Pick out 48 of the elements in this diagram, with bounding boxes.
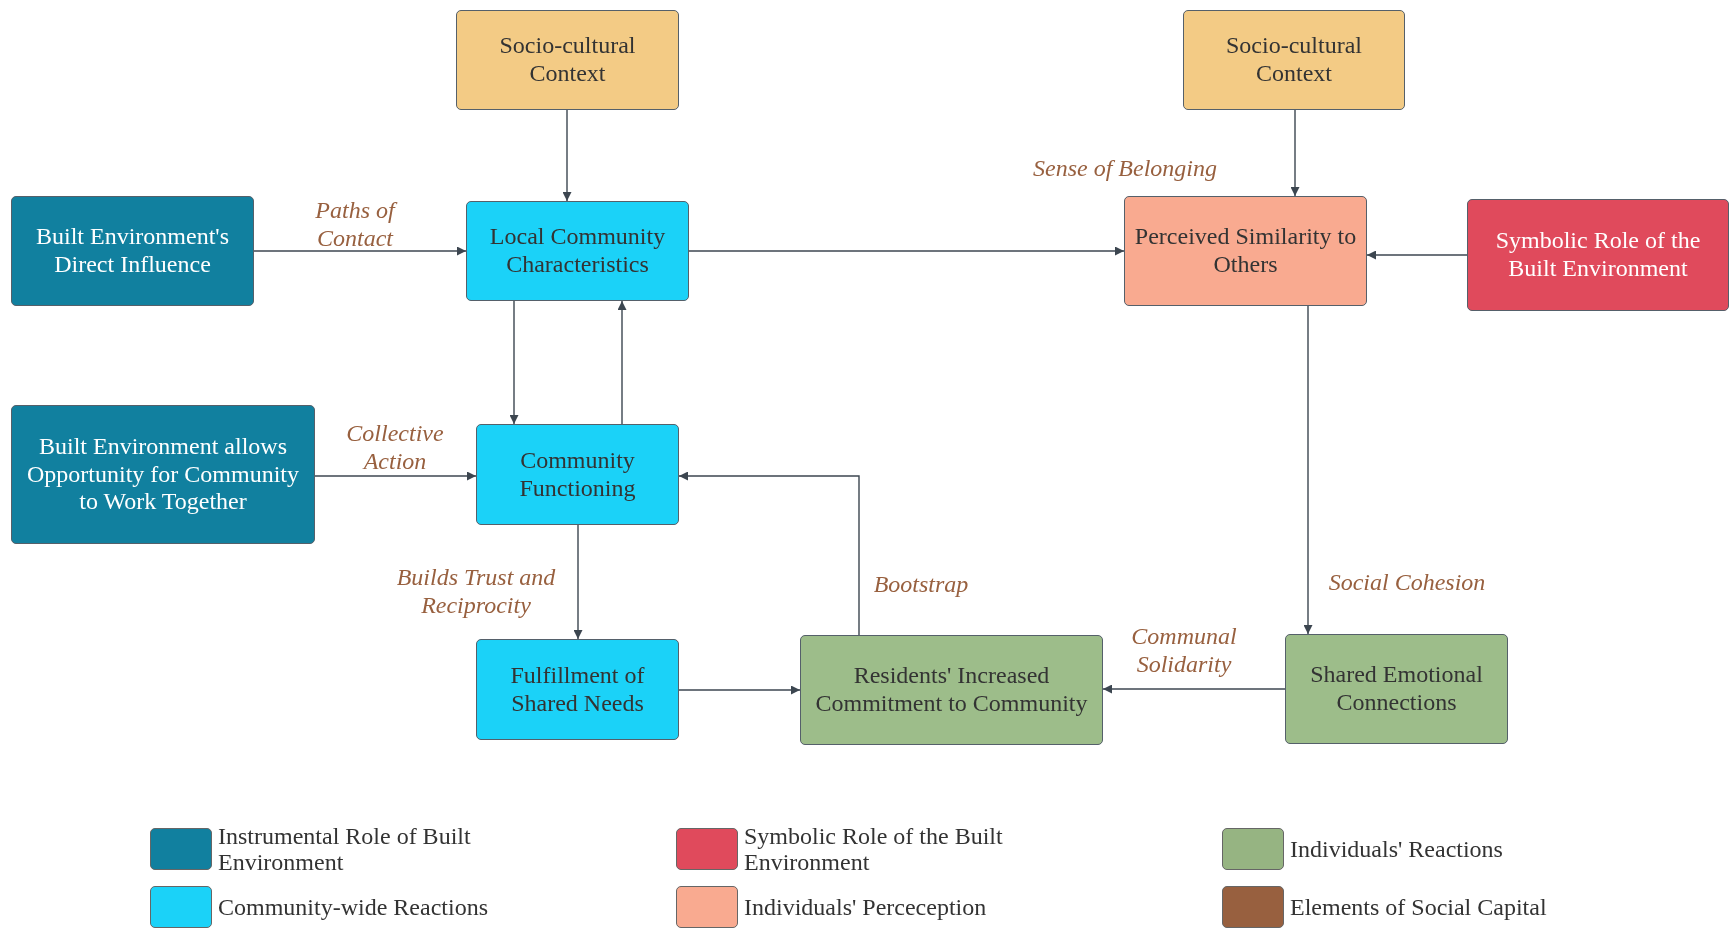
edge-label: Sense of Belonging [1032, 155, 1218, 183]
arrow [1290, 109, 1300, 197]
legend-label: Individuals' Perceception [744, 893, 987, 921]
process-box [11, 196, 254, 306]
node-label: Built Environment's Direct Influence [35, 223, 230, 279]
process-box [800, 635, 1103, 745]
process-box [11, 405, 315, 544]
node-label: Built Environment allows Opportunity for Community to Work Together [26, 433, 300, 516]
node-label: Socio-cultural Context [498, 32, 637, 88]
legend-label: Individuals' Reactions [1290, 835, 1503, 863]
arrow [509, 300, 519, 425]
arrow [253, 246, 467, 256]
legend-label: Instrumental Role of Built Environment [218, 822, 472, 876]
arrow [1303, 305, 1313, 635]
legend-label: Community-wide Reactions [218, 893, 488, 921]
node-label: Symbolic Role of the Built Environment [1494, 227, 1702, 283]
context-box [1183, 10, 1405, 110]
node-label: Socio-cultural Context [1225, 32, 1363, 88]
node-label: Local Community Characteristics [488, 223, 667, 279]
legend-label: Elements of Social Capital [1290, 893, 1547, 921]
process-box [1285, 634, 1508, 744]
arrow [314, 471, 477, 481]
node-label: Residents' Increased Commitment to Community [814, 662, 1089, 718]
process-box [476, 639, 679, 740]
node-label: Shared Emotional Connections [1309, 661, 1484, 717]
node-label: Community Functioning [518, 446, 637, 503]
node-label: Fulfillment of Shared Needs [509, 661, 646, 718]
edge-label: Social Cohesion [1327, 569, 1487, 597]
edge-label: Bootstrap [872, 571, 970, 599]
legend-label: Symbolic Role of the Built Environment [744, 822, 1004, 876]
arrow [678, 471, 860, 636]
node-label: Perceived Similarity to Others [1133, 223, 1358, 279]
edge-label: Communal Solidarity [1130, 623, 1238, 679]
arrow [562, 109, 572, 202]
process-box [1467, 199, 1729, 311]
arrow [678, 685, 801, 695]
edge-label: Builds Trust and Reciprocity [395, 564, 557, 620]
arrow [573, 524, 583, 640]
process-box [476, 424, 679, 525]
edge-label: Collective Action [345, 420, 445, 476]
process-box [466, 201, 689, 301]
arrow [617, 300, 627, 425]
arrow [688, 246, 1125, 256]
arrow [1102, 684, 1286, 694]
process-box [1124, 196, 1367, 306]
context-box [456, 10, 679, 110]
arrow [1366, 250, 1468, 260]
edge-label: Paths of Contact [280, 197, 430, 253]
